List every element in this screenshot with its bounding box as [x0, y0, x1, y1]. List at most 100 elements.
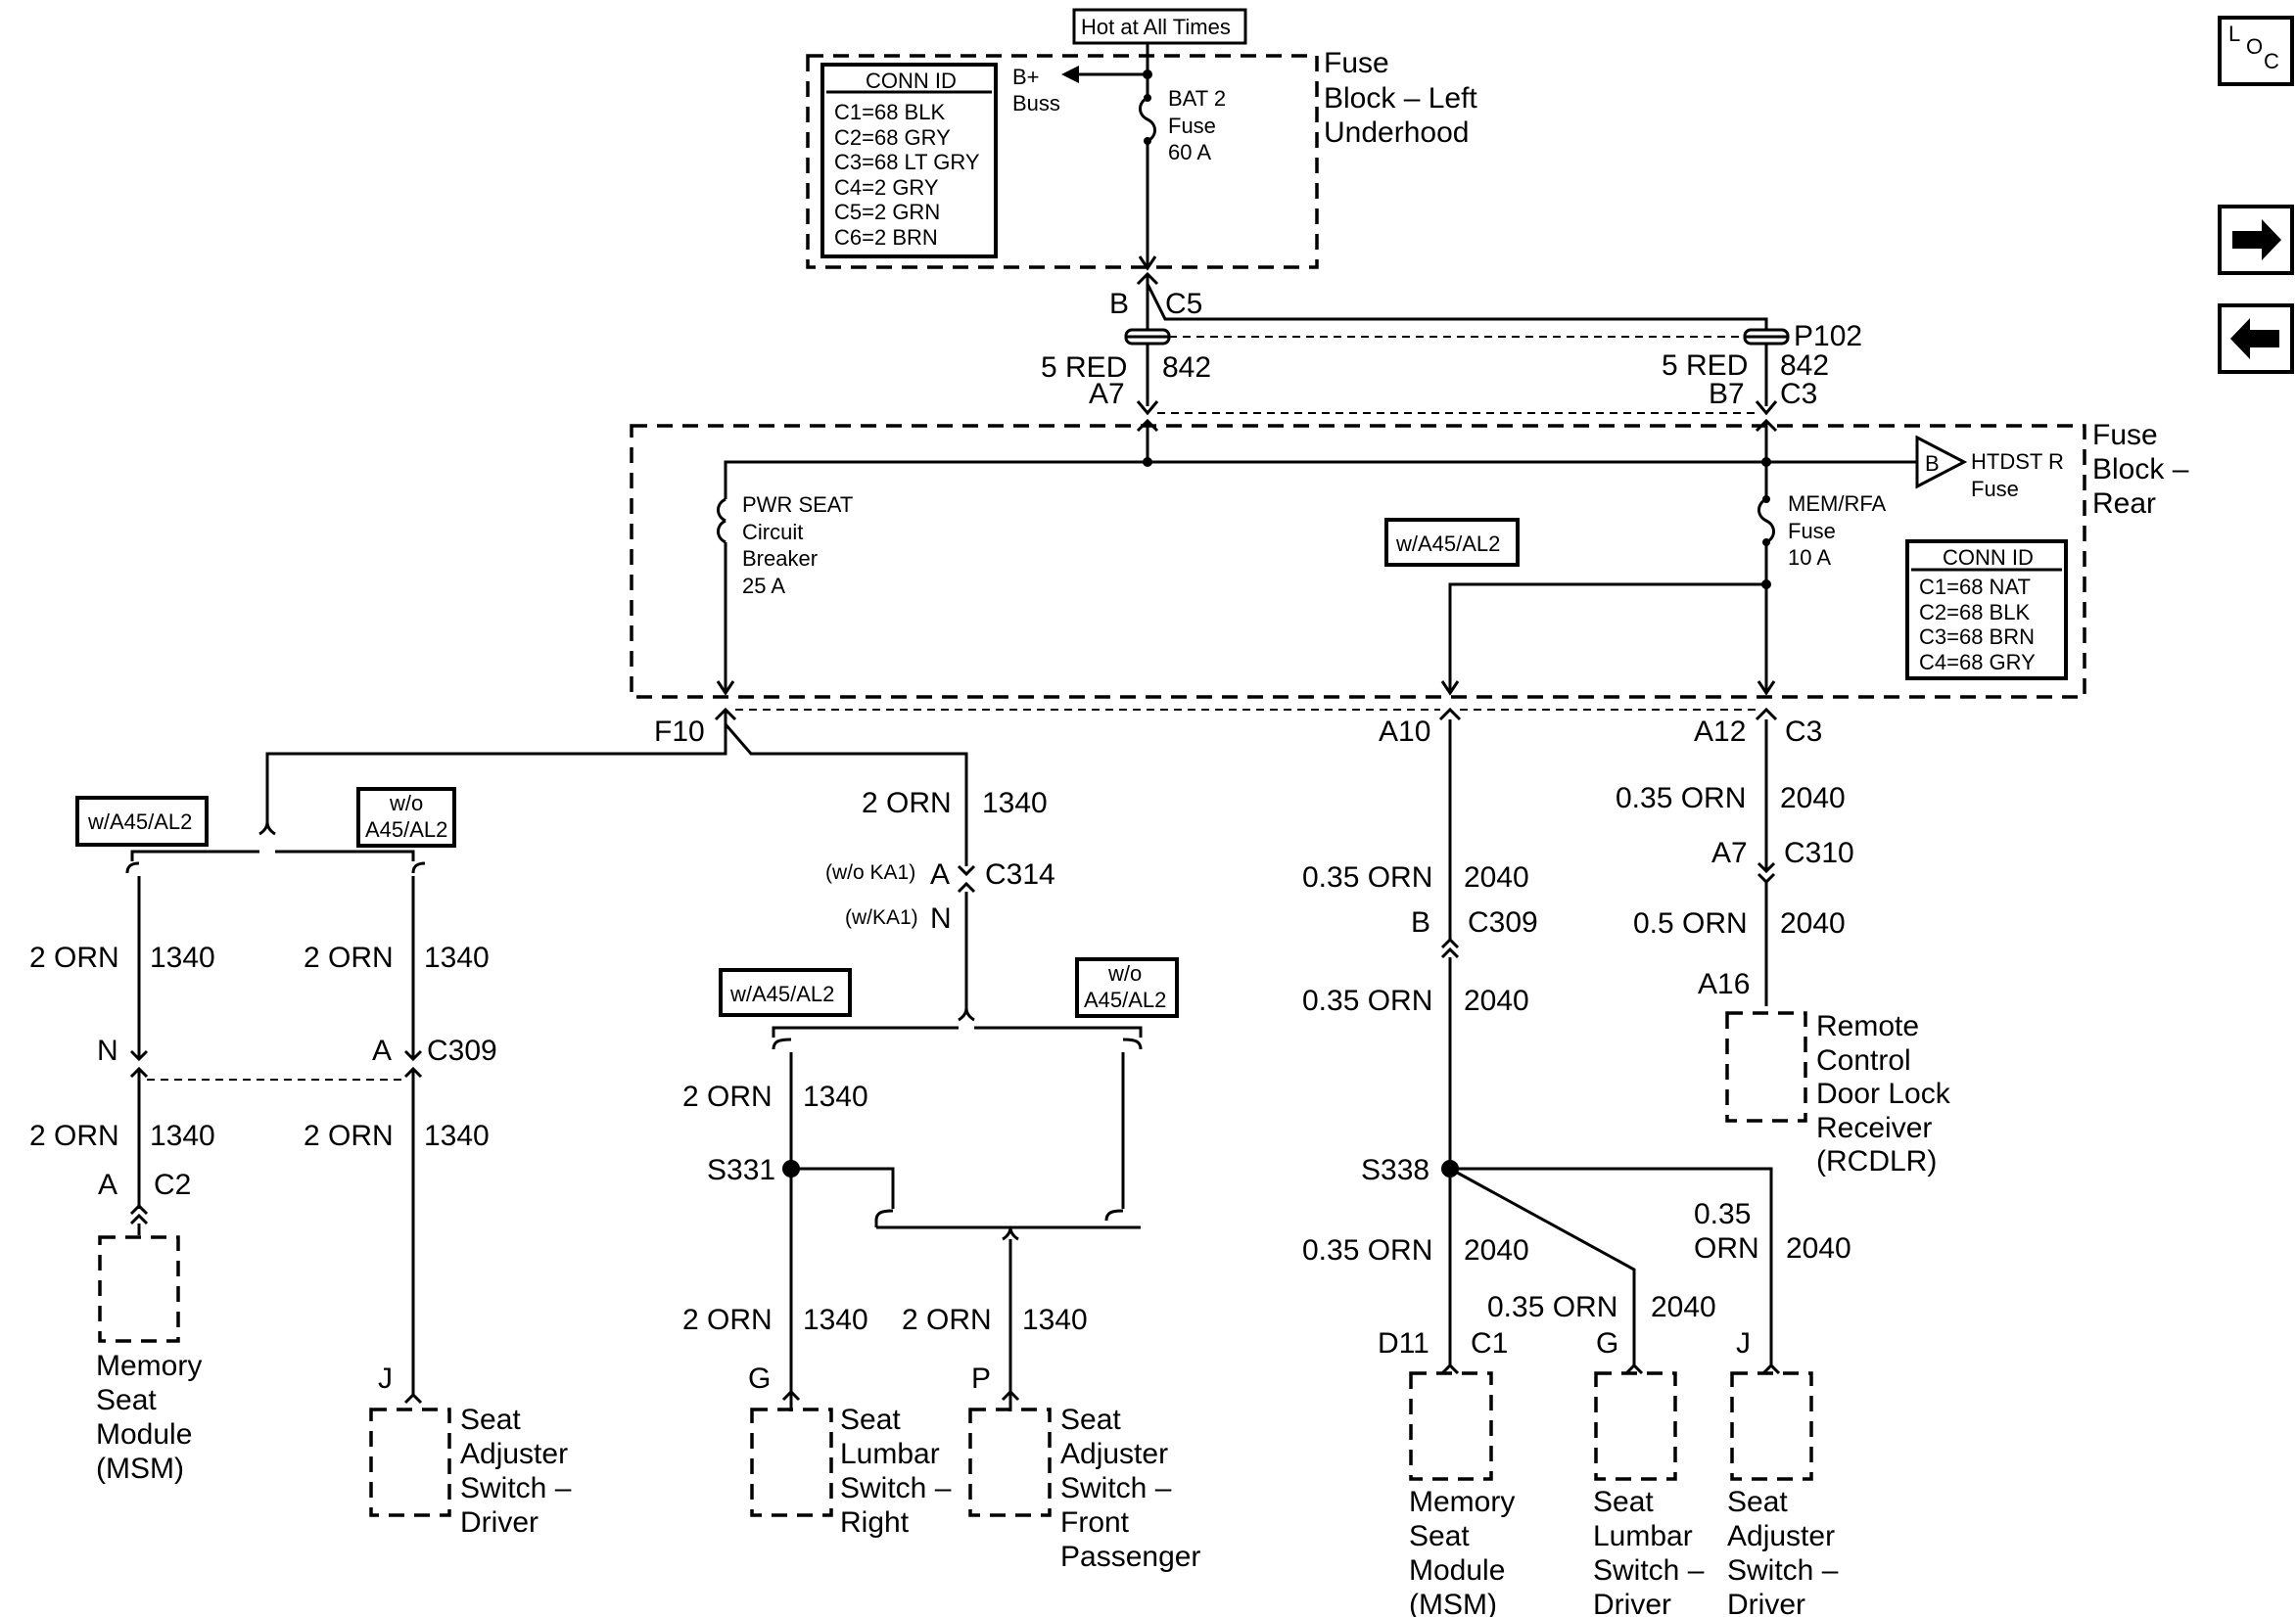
rcdlr-label-5: (RCDLR) — [1816, 1145, 1937, 1178]
lumbar-drv-1: Seat — [1593, 1486, 1654, 1518]
right-c309-label: C309 — [1468, 906, 1538, 939]
next-page-button[interactable] — [2218, 205, 2294, 275]
left-c2-label: C2 — [154, 1169, 191, 1201]
rcdlr-label-1: Remote — [1816, 1010, 1919, 1042]
right-w2-circuit: 2040 — [1464, 985, 1529, 1017]
s331-label: S331 — [707, 1154, 775, 1186]
hot-at-all-times-box — [1072, 8, 1247, 45]
adj-front-3: Switch – — [1060, 1472, 1172, 1504]
rcdlr-component — [1725, 1011, 1807, 1123]
msm-right-component — [1409, 1371, 1493, 1481]
hot-at-all-times-label: Hot at All Times — [1081, 15, 1231, 39]
left-pin-a2: A — [98, 1169, 117, 1201]
right-w1-circuit: 2040 — [1464, 861, 1529, 894]
mem-rfa-fuse-icon — [1757, 497, 1775, 544]
fuse-block-rear-title-2: Block – — [2092, 453, 2189, 485]
right-w5-size-1: 0.35 — [1694, 1198, 1751, 1230]
lumbar-right-3: Switch – — [840, 1472, 952, 1504]
left-pin-j: J — [378, 1363, 393, 1395]
seat-adj-drv-left-3: Switch – — [460, 1472, 572, 1504]
conn-p102-label: P102 — [1794, 320, 1862, 352]
lumbar-right-1: Seat — [840, 1404, 901, 1436]
left-wire-a-size: 2 ORN — [29, 942, 119, 974]
mem-rfa-label-1: MEM/RFA — [1788, 491, 1887, 516]
mid-pin-p: P — [971, 1363, 991, 1395]
mem-rfa-label-2: Fuse — [1788, 519, 1836, 543]
adj-drv-right-2: Adjuster — [1727, 1520, 1835, 1552]
right-pin-d11: D11 — [1378, 1327, 1429, 1360]
rcdlr-pin-a16: A16 — [1698, 968, 1750, 1000]
mid-pin-a: A — [930, 858, 950, 891]
adj-front-5: Passenger — [1060, 1541, 1200, 1573]
lumbar-drv-2: Lumbar — [1593, 1520, 1693, 1552]
conn-id-rear-row: C3=68 BRN — [1919, 624, 2035, 649]
rcdlr-label-4: Receiver — [1816, 1112, 1932, 1144]
htdst-label-2: Fuse — [1971, 477, 2019, 501]
left-option-with — [75, 796, 209, 847]
mid-left-circuit: 1340 — [803, 1304, 868, 1336]
mid-top-size: 2 ORN — [862, 787, 952, 819]
conn-id-rear-row: C2=68 BLK — [1919, 600, 2030, 624]
loc-l: L — [2228, 22, 2240, 46]
mid-wire-size: 2 ORN — [682, 1081, 773, 1113]
mid-option-without-1: w/o — [1107, 961, 1142, 986]
lumbar-drv-4: Driver — [1593, 1589, 1671, 1617]
location-button[interactable]: L O C — [2218, 16, 2294, 86]
conn-id-rear-title: CONN ID — [1943, 545, 2034, 570]
conn-id-table-left — [820, 63, 998, 258]
top-left-wire-pin: A7 — [1089, 378, 1125, 410]
left-c309-label: C309 — [427, 1035, 497, 1067]
top-left-wire-size: 5 RED — [1041, 351, 1127, 384]
arrow-right-icon — [2232, 219, 2281, 260]
fuse-block-rear-title-3: Rear — [2092, 487, 2156, 520]
bbuss-label-2: Buss — [1012, 91, 1060, 116]
rcdlr-c310-label: C310 — [1784, 837, 1854, 869]
left-wire-c-size: 2 ORN — [29, 1120, 119, 1152]
lumbar-drv-3: Switch – — [1593, 1554, 1705, 1587]
right-w4-size: 0.35 ORN — [1487, 1291, 1617, 1323]
right-w4-circuit: 2040 — [1651, 1291, 1716, 1323]
htdst-b-label: B — [1925, 451, 1940, 476]
fuse-block-left-title-2: Block – Left — [1324, 82, 1477, 115]
pwr-seat-label-4: 25 A — [742, 574, 785, 598]
conn-id-left-row: C3=68 LT GRY — [834, 150, 980, 174]
fuse-block-left-title-3: Underhood — [1324, 116, 1469, 149]
left-wire-b-size: 2 ORN — [304, 942, 394, 974]
mid-option-without — [1075, 957, 1179, 1018]
conn-id-left-row: C4=2 GRY — [834, 175, 939, 200]
adj-drv-right-4: Driver — [1727, 1589, 1805, 1617]
loc-c: C — [2264, 49, 2279, 73]
left-option-without — [356, 787, 456, 848]
left-option-with-label: w/A45/AL2 — [87, 809, 192, 834]
mid-w-ka1: (w/KA1) — [845, 906, 918, 929]
rcdlr-label-2: Control — [1816, 1044, 1911, 1077]
top-right-wire-conn: C3 — [1780, 378, 1817, 410]
s338-label: S338 — [1361, 1154, 1429, 1186]
pwr-seat-label-2: Circuit — [742, 520, 803, 544]
seat-adj-drv-left-component — [369, 1408, 451, 1517]
right-w5-circuit: 2040 — [1786, 1232, 1851, 1265]
conn-id-left-row: C6=2 BRN — [834, 225, 938, 250]
previous-page-button[interactable] — [2218, 303, 2294, 374]
right-pin-j: J — [1736, 1327, 1751, 1360]
rcdlr-w2-circuit: 2040 — [1780, 907, 1846, 940]
right-w3-size: 0.35 ORN — [1302, 1234, 1432, 1267]
mid-pin-g: G — [748, 1363, 771, 1395]
left-pin-n: N — [97, 1035, 118, 1067]
mid-right-size: 2 ORN — [902, 1304, 992, 1336]
right-w1-size: 0.35 ORN — [1302, 861, 1432, 894]
conn-f10-label: F10 — [654, 716, 705, 748]
arrow-left-icon — [2230, 318, 2279, 359]
mid-left-size: 2 ORN — [682, 1304, 773, 1336]
option-box-rear-label: w/A45/AL2 — [1395, 531, 1500, 556]
loc-o: O — [2246, 34, 2263, 59]
adj-front-4: Front — [1060, 1506, 1130, 1539]
top-right-wire-pin: B7 — [1709, 378, 1745, 410]
mid-wo-ka1: (w/o KA1) — [825, 861, 915, 884]
lumbar-right-component — [750, 1408, 833, 1517]
mid-top-circuit: 1340 — [982, 787, 1048, 819]
adj-front-1: Seat — [1060, 1404, 1121, 1436]
rcdlr-label-3: Door Lock — [1816, 1078, 1951, 1110]
msm-left-label-2: Seat — [96, 1384, 157, 1416]
